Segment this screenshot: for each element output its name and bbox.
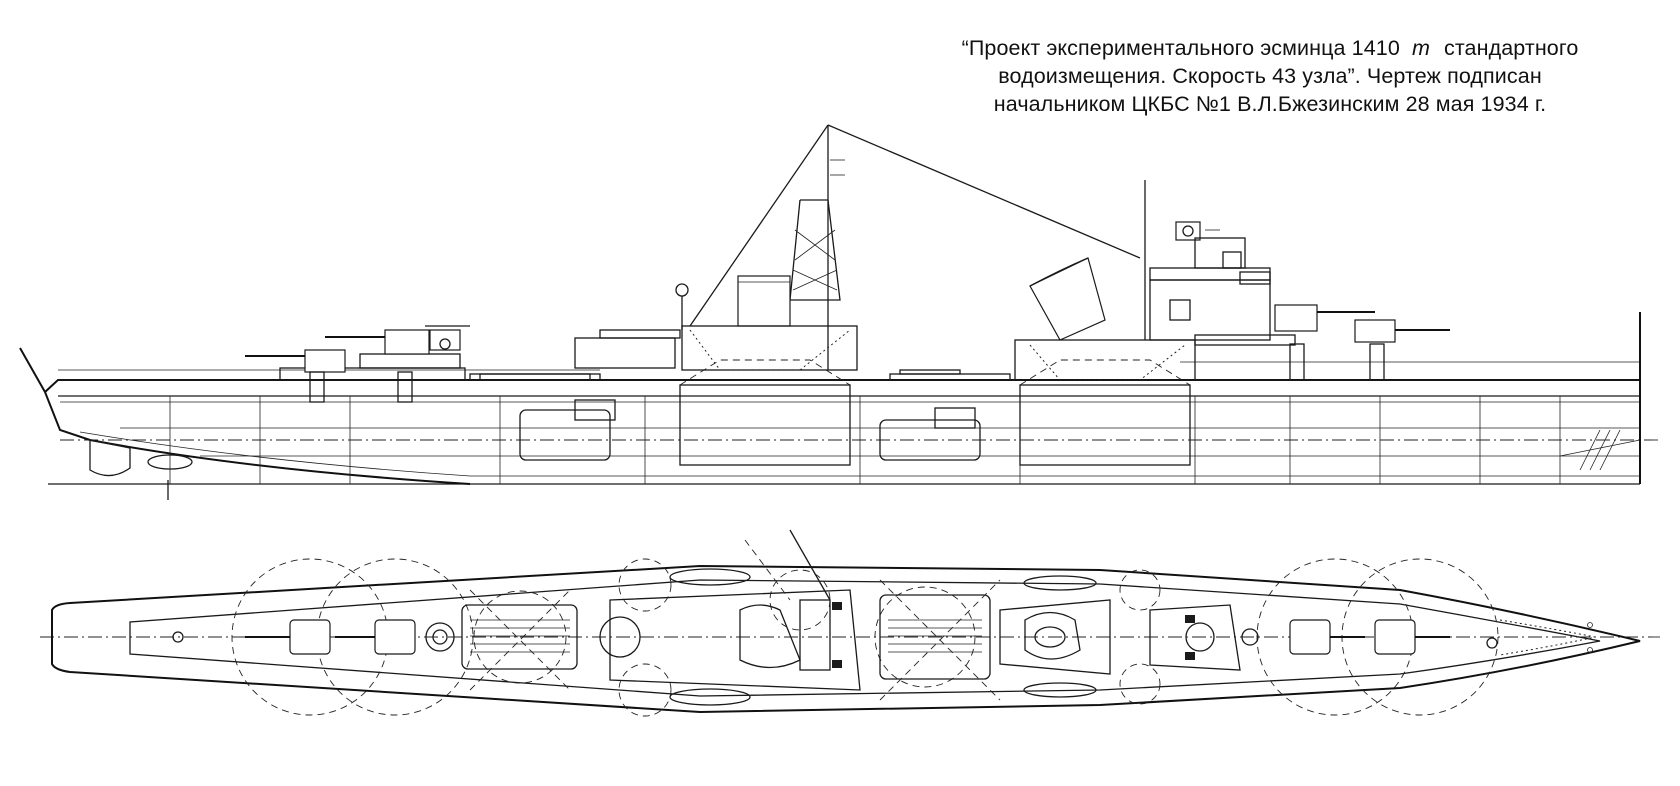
hull-outline	[19, 344, 1641, 485]
caption-line-1-end: стандартного	[1444, 36, 1579, 60]
plan-guns	[245, 619, 1450, 655]
caption-unit: т	[1411, 36, 1430, 60]
fwd-funnel	[1014, 257, 1196, 381]
side-elevation	[19, 124, 1660, 500]
plan-aft-deckhouse	[599, 589, 861, 691]
forestay	[689, 124, 829, 327]
mast	[689, 124, 1146, 370]
drawing-caption: “Проект экспериментального эсминца 1410 …	[900, 34, 1640, 118]
plan-fwd-deckhouse	[999, 599, 1259, 675]
plan-mast	[744, 529, 831, 601]
bottom-hatching	[79, 431, 1640, 477]
aft-funnel	[675, 275, 858, 371]
plan-fittings	[172, 568, 1596, 706]
bow	[1559, 312, 1641, 484]
plan-hull-outline	[51, 564, 1641, 714]
caption-line-1: “Проект экспериментального эсминца 1410 …	[900, 34, 1640, 62]
torpedo-tubes	[461, 579, 1001, 701]
plan-view	[40, 529, 1660, 717]
searchlight	[675, 283, 689, 297]
rudder-propeller	[89, 439, 193, 500]
aft-guns	[245, 325, 470, 403]
deck-railing	[58, 361, 1640, 371]
deck-gear-mid	[479, 369, 1011, 381]
caption-line-2: водоизмещения. Скорость 43 узла”. Чертеж…	[998, 64, 1542, 88]
caption-line-3: начальником ЦКБС №1 В.Л.Бжезинским 28 ма…	[993, 92, 1547, 116]
plan-deck-edge	[129, 579, 1601, 697]
forward-guns	[1194, 304, 1450, 381]
bridge	[1149, 221, 1271, 341]
caption-line-1-text: “Проект экспериментального эсминца 1410	[961, 36, 1400, 60]
backstay	[827, 124, 1141, 259]
turbines	[519, 399, 981, 461]
gun-arcs	[231, 558, 1499, 717]
boiler-rooms	[679, 359, 1191, 466]
